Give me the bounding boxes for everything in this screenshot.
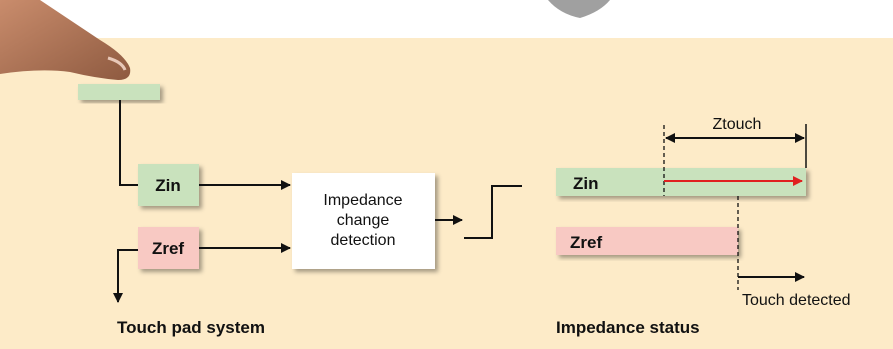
zin-label-left: Zin — [155, 176, 181, 195]
impedance-detector-block: Impedance change detection — [292, 173, 435, 269]
zin-label-right: Zin — [573, 174, 599, 193]
zref-block-left: Zref — [138, 227, 199, 269]
zref-bar-right: Zref — [556, 227, 738, 255]
touch-pad-system-caption: Touch pad system — [117, 318, 265, 337]
zin-block-left: Zin — [138, 164, 199, 206]
ztouch-label: Ztouch — [713, 116, 762, 133]
impedance-status-caption: Impedance status — [556, 318, 700, 337]
finger-icon — [0, 0, 131, 80]
zref-label-left: Zref — [152, 239, 184, 258]
zref-ground-arrow — [113, 249, 138, 303]
touch-pad-icon — [78, 84, 160, 100]
detector-label-line-1: Impedance — [323, 192, 402, 209]
pad-to-zin-line — [119, 100, 138, 186]
step-signal-icon — [464, 185, 522, 239]
touch-detected-label: Touch detected — [742, 292, 851, 309]
detector-label-line-2: change — [337, 212, 390, 229]
detector-label-line-3: detection — [331, 232, 396, 249]
decorative-shadow — [548, 0, 610, 18]
zref-label-right: Zref — [570, 233, 602, 252]
